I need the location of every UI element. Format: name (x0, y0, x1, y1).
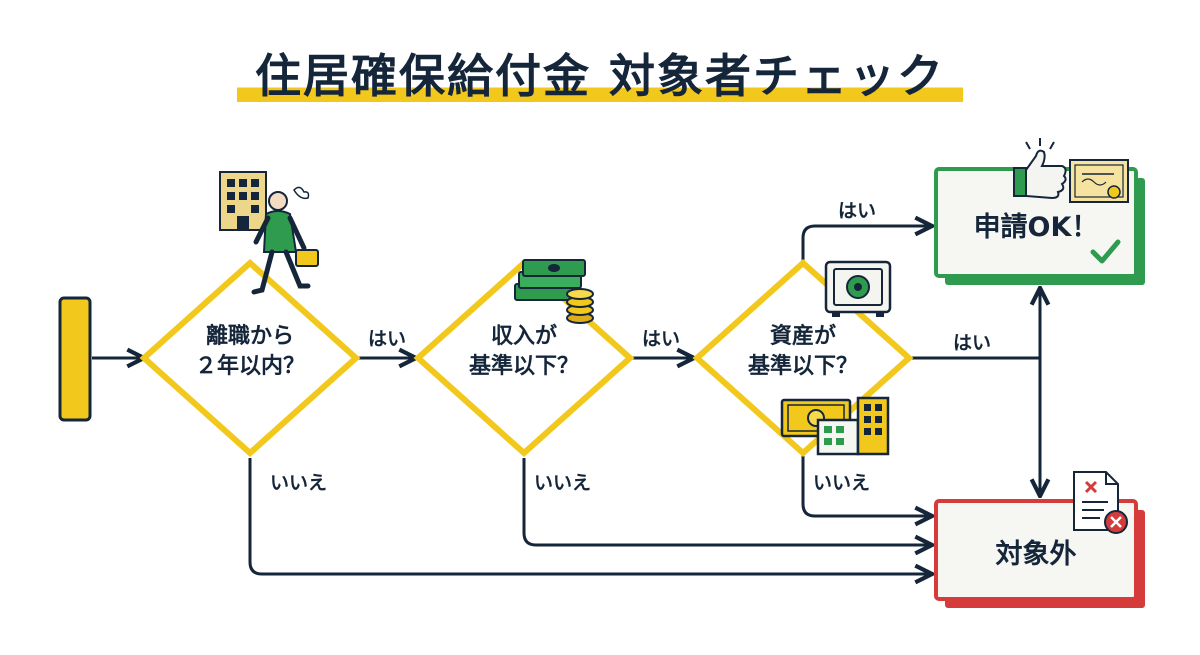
office-building-icon (219, 171, 267, 231)
edge-label-q3-yes-right: はい (953, 332, 992, 354)
edge-label-q2-no: いいえ (534, 472, 592, 494)
connectors (92, 226, 1040, 574)
edge-label-q1-no: いいえ (270, 472, 328, 494)
page-title: 住居確保給付金 対象者チェック (236, 40, 963, 106)
question-1-line1: 離職から (205, 324, 294, 349)
question-2-text: 収入が 基準以下？ (439, 322, 609, 381)
building-icon (816, 396, 890, 456)
coins-icon (566, 288, 594, 324)
certificate-icon (1069, 159, 1129, 203)
question-3-line1: 資産が (769, 324, 836, 349)
check-icon (1090, 239, 1121, 264)
arrow-q3-no (801, 450, 930, 516)
question-2-line1: 収入が (490, 324, 557, 349)
arrow-q2-no (522, 458, 930, 545)
outcome-ok-label: 申請OK！ (973, 212, 1099, 243)
decision-q1 (139, 258, 361, 458)
arrow-q3-yes-top (801, 226, 930, 268)
question-1-line2: ２年以内？ (194, 353, 305, 379)
edge-label-q3-yes-top: はい (838, 200, 877, 222)
title-wrapper: 住居確保給付金 対象者チェック (0, 40, 1200, 106)
outcome-ng-label: 対象外 (995, 539, 1077, 570)
edge-label-q1-yes: はい (368, 328, 407, 350)
arrow-q1-no (248, 458, 930, 574)
question-3-line2: 基準以下？ (747, 353, 858, 379)
question-2-line2: 基準以下？ (468, 353, 579, 379)
rejected-document-icon (1073, 471, 1128, 534)
question-1-text: 離職から ２年以内？ (165, 322, 335, 381)
safe-icon (824, 260, 892, 317)
start-marker (58, 296, 92, 422)
walking-businessman-icon (251, 186, 319, 295)
edge-label-q2-yes: はい (642, 328, 681, 350)
edge-label-q3-no: いいえ (813, 472, 871, 494)
thumbs-up-icon (1013, 138, 1067, 200)
cash-stack-icon (514, 259, 586, 301)
question-3-text: 資産が 基準以下？ (718, 322, 888, 381)
